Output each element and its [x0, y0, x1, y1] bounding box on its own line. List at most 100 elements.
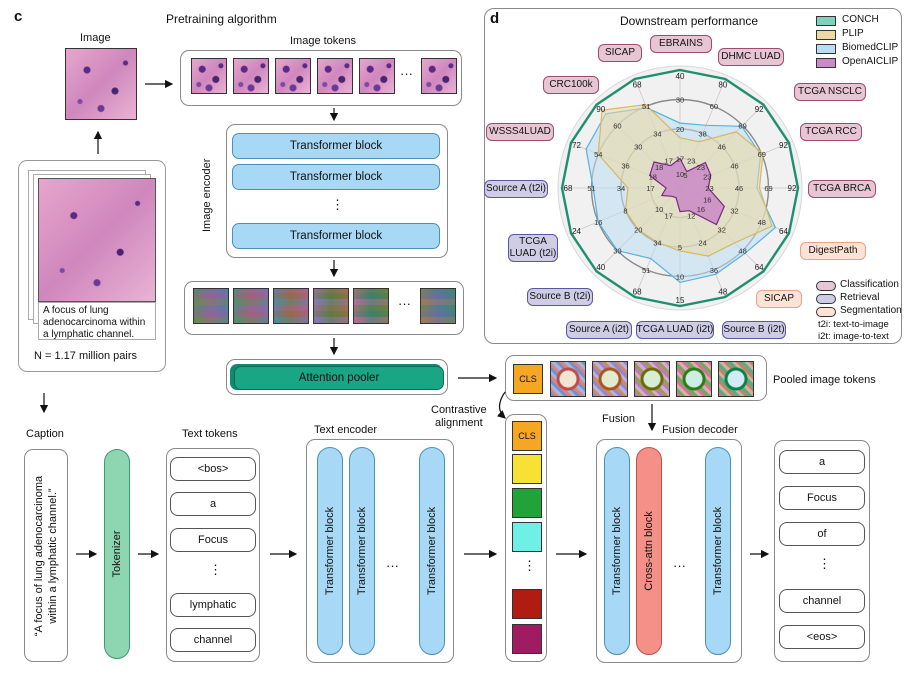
axis-tag-source-b-t2i: Source B (t2i) — [527, 288, 593, 306]
text-token: channel — [170, 628, 256, 652]
pooled-token-tile — [718, 361, 754, 397]
embedding-tile — [273, 288, 309, 324]
radar-ring-label: 46 — [718, 142, 726, 151]
tokenizer: Tokenizer — [104, 449, 130, 659]
legend-label-conch: CONCH — [842, 14, 879, 25]
text-cls-token: CLS — [512, 421, 542, 451]
legend-label-openaiclip: OpenAICLIP — [842, 56, 899, 67]
text-transformer-block: Transformer block — [419, 447, 445, 655]
stack-image — [38, 178, 156, 302]
radar-ring-label: 51 — [587, 184, 595, 193]
contrastive-alignment-label: Contrastive alignment — [431, 404, 487, 429]
radar-ring-label: 34 — [617, 184, 625, 193]
radar-ring-label: 69 — [764, 184, 772, 193]
image-transformer-block: Transformer block — [232, 223, 440, 249]
text-embed-token — [512, 454, 542, 484]
radar-ring-label: 69 — [738, 121, 746, 130]
radar-ring-label: 16 — [697, 205, 705, 214]
pooled-token-tile — [592, 361, 628, 397]
output-token: Focus — [779, 486, 865, 510]
fusion-transformer-block: Transformer block — [705, 447, 731, 655]
radar-axis-max-label: 68 — [564, 184, 573, 193]
legend-label-biomedclip: BiomedCLIP — [842, 42, 899, 53]
image-token-tile — [275, 58, 311, 94]
radar-ring-label: 18 — [655, 163, 663, 172]
radar-axis-max-label: 64 — [755, 263, 764, 272]
radar-ring-label: 10 — [676, 273, 684, 282]
radar-ring-label: 34 — [653, 239, 661, 248]
radar-axis-max-label: 90 — [596, 105, 605, 114]
stack-caption: A focus of lung adenocarcinoma within a … — [38, 302, 156, 340]
axis-tag-tcga-rcc: TCGA RCC — [800, 123, 862, 141]
legend-retrieval-swatch — [816, 294, 836, 304]
radar-ring-label: 12 — [687, 211, 695, 220]
fusion-transformer-block: Transformer block — [604, 447, 630, 655]
text-embed-token — [512, 488, 542, 518]
legend-segmentation: Segmentation — [840, 305, 902, 316]
panel-letter-d: d — [490, 10, 500, 27]
image-token-tile — [359, 58, 395, 94]
radar-ring-label: 46 — [730, 161, 738, 170]
caption-box: “A focus of lung adenocarcinoma within a… — [24, 449, 68, 662]
input-image — [65, 48, 137, 120]
radar-ring-label: 5 — [683, 171, 687, 180]
radar-ring-label: 16 — [594, 218, 602, 227]
pairs-stack-frame — [18, 160, 166, 372]
radar-title: Downstream performance — [620, 14, 759, 28]
text-encoder-ellipsis: ··· — [386, 558, 399, 573]
radar-axis-max-label: 92 — [755, 105, 764, 114]
output-token: <eos> — [779, 625, 865, 649]
image-transformer-block: Transformer block — [232, 133, 440, 159]
pooled-token-tile — [676, 361, 712, 397]
text-embed-vdots: ⋮ — [523, 558, 536, 573]
radar-ring-label: 48 — [758, 218, 766, 227]
image-transformer-block: Transformer block — [232, 164, 440, 190]
legend-retrieval: Retrieval — [840, 292, 880, 303]
legend-classification-swatch — [816, 281, 836, 291]
legend-label-plip: PLIP — [842, 28, 864, 39]
text-token: a — [170, 492, 256, 516]
radar-ring-label: 17 — [676, 155, 684, 164]
radar-ring-label: 24 — [698, 239, 706, 248]
text-tokens-label: Text tokens — [182, 428, 238, 440]
embedding-tile — [233, 288, 269, 324]
pooled-token-tile — [550, 361, 586, 397]
pooled-tokens-label: Pooled image tokens — [773, 374, 876, 386]
legend-swatch-plip — [816, 30, 836, 40]
radar-ring-label: 17 — [665, 211, 673, 220]
radar-axis-max-label: 72 — [572, 141, 581, 150]
encoder-vdots: ⋮ — [331, 197, 344, 212]
radar-axis-max-label: 40 — [596, 263, 605, 272]
tokens-ellipsis: ··· — [400, 66, 413, 81]
embedding-tile — [353, 288, 389, 324]
image-token-tile — [317, 58, 353, 94]
radar-axis-max-label: 64 — [779, 227, 788, 236]
legend-swatch-openaiclip — [816, 58, 836, 68]
output-token: channel — [779, 589, 865, 613]
panel-d-frame — [484, 8, 902, 344]
radar-ring-label: 23 — [687, 157, 695, 166]
fusion-label: Fusion — [602, 413, 636, 425]
axis-tag-source-a-i2t: Source A (i2t) — [566, 321, 632, 339]
caption-label: Caption — [26, 428, 64, 440]
radar-ring-label: 30 — [676, 96, 684, 105]
radar-ring-label: 23 — [697, 163, 705, 172]
radar-axis-max-label: 24 — [572, 227, 581, 236]
radar-ring-label: 20 — [676, 125, 684, 134]
image-token-tile — [233, 58, 269, 94]
pairs-count: N = 1.17 million pairs — [34, 350, 138, 362]
radar-series-conch — [560, 68, 800, 308]
radar-series-openaiclip — [648, 157, 726, 226]
radar-axis-max-label: 80 — [718, 81, 727, 90]
radar-ring-label: 17 — [665, 157, 673, 166]
radar-ring-label: 30 — [634, 142, 642, 151]
embedding-ellipsis: ··· — [398, 296, 411, 311]
radar-ring-label: 10 — [655, 205, 663, 214]
radar-ring-label: 48 — [738, 247, 746, 256]
radar-ring-label: 8 — [623, 207, 627, 216]
axis-tag-tcga-brca: TCGA BRCA — [808, 180, 876, 198]
text-tokens-box — [166, 448, 260, 662]
radar-ring-label: 54 — [594, 150, 602, 159]
embedding-tile — [193, 288, 229, 324]
